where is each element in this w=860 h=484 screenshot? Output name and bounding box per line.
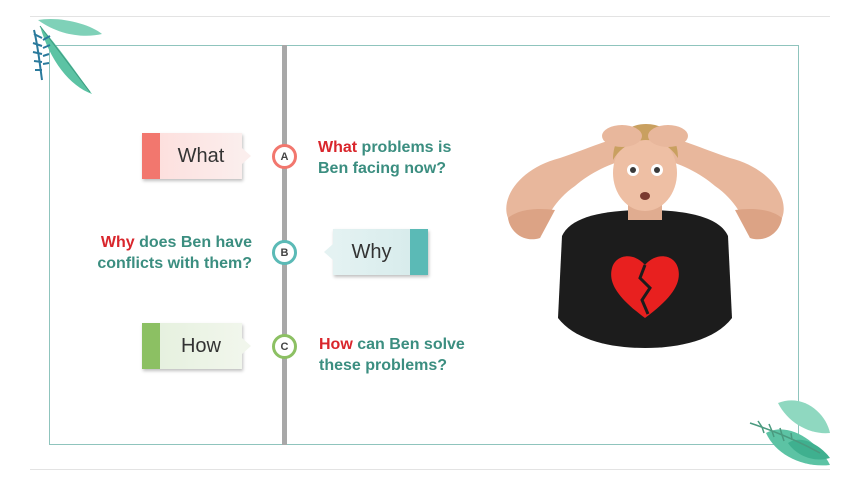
question-c-line1: can Ben solve [352,336,465,353]
stressed-man-illustration [506,124,784,348]
leaf-decoration-icon [749,400,830,466]
how-tag: How [142,323,251,369]
timeline-node-c: C [272,334,297,359]
what-tag: What [142,133,251,179]
tag-pointer [324,244,333,260]
question-a: What problems is Ben facing now? [318,137,451,179]
leaf-decoration-icon [32,18,102,94]
timeline-node-a: A [272,144,297,169]
question-c-keyword: How [319,336,353,353]
broken-heart-icon [611,256,679,318]
question-b-line1: does Ben have [134,234,252,251]
question-c: How can Ben solve these problems? [319,334,465,376]
question-b: Why does Ben have conflicts with them? [72,232,252,274]
tag-pointer [242,338,251,354]
how-tag-label: How [180,334,221,357]
what-tag-label: What [177,144,225,167]
question-a-line2: Ben facing now? [318,160,446,177]
content-frame [49,45,799,445]
question-a-line1: problems is [357,139,452,156]
why-tag: Why [324,229,428,275]
why-tag-label: Why [351,240,392,263]
timeline-node-b: B [272,240,297,265]
question-c-line2: these problems? [319,357,448,374]
question-a-keyword: What [318,139,358,156]
question-b-line2: conflicts with them? [97,255,252,272]
tag-pointer [242,148,251,164]
question-b-keyword: Why [100,234,135,251]
